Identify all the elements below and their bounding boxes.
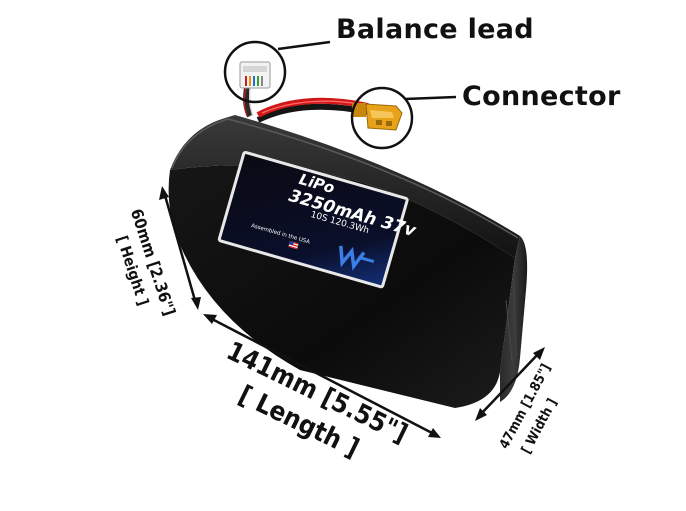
dimension-arrows bbox=[159, 186, 545, 438]
callout-graphics bbox=[223, 40, 457, 150]
usa-flag-icon bbox=[288, 241, 299, 250]
balance-connector-plug bbox=[239, 61, 271, 89]
balance-lead-wires bbox=[243, 87, 254, 118]
width-arrow bbox=[475, 347, 545, 421]
brand-logo bbox=[339, 245, 375, 271]
connector-callout-circle bbox=[350, 86, 414, 150]
battery-label bbox=[217, 150, 409, 289]
balance-lead-label: Balance lead bbox=[336, 14, 534, 45]
xt-connector bbox=[352, 103, 403, 131]
balance-lead-leader-line bbox=[277, 40, 331, 51]
balance-lead-callout-circle bbox=[223, 40, 287, 104]
length-arrow bbox=[203, 314, 441, 438]
connector-label: Connector bbox=[462, 81, 621, 112]
height-arrow bbox=[159, 186, 201, 310]
connector-leader-line bbox=[404, 95, 457, 101]
